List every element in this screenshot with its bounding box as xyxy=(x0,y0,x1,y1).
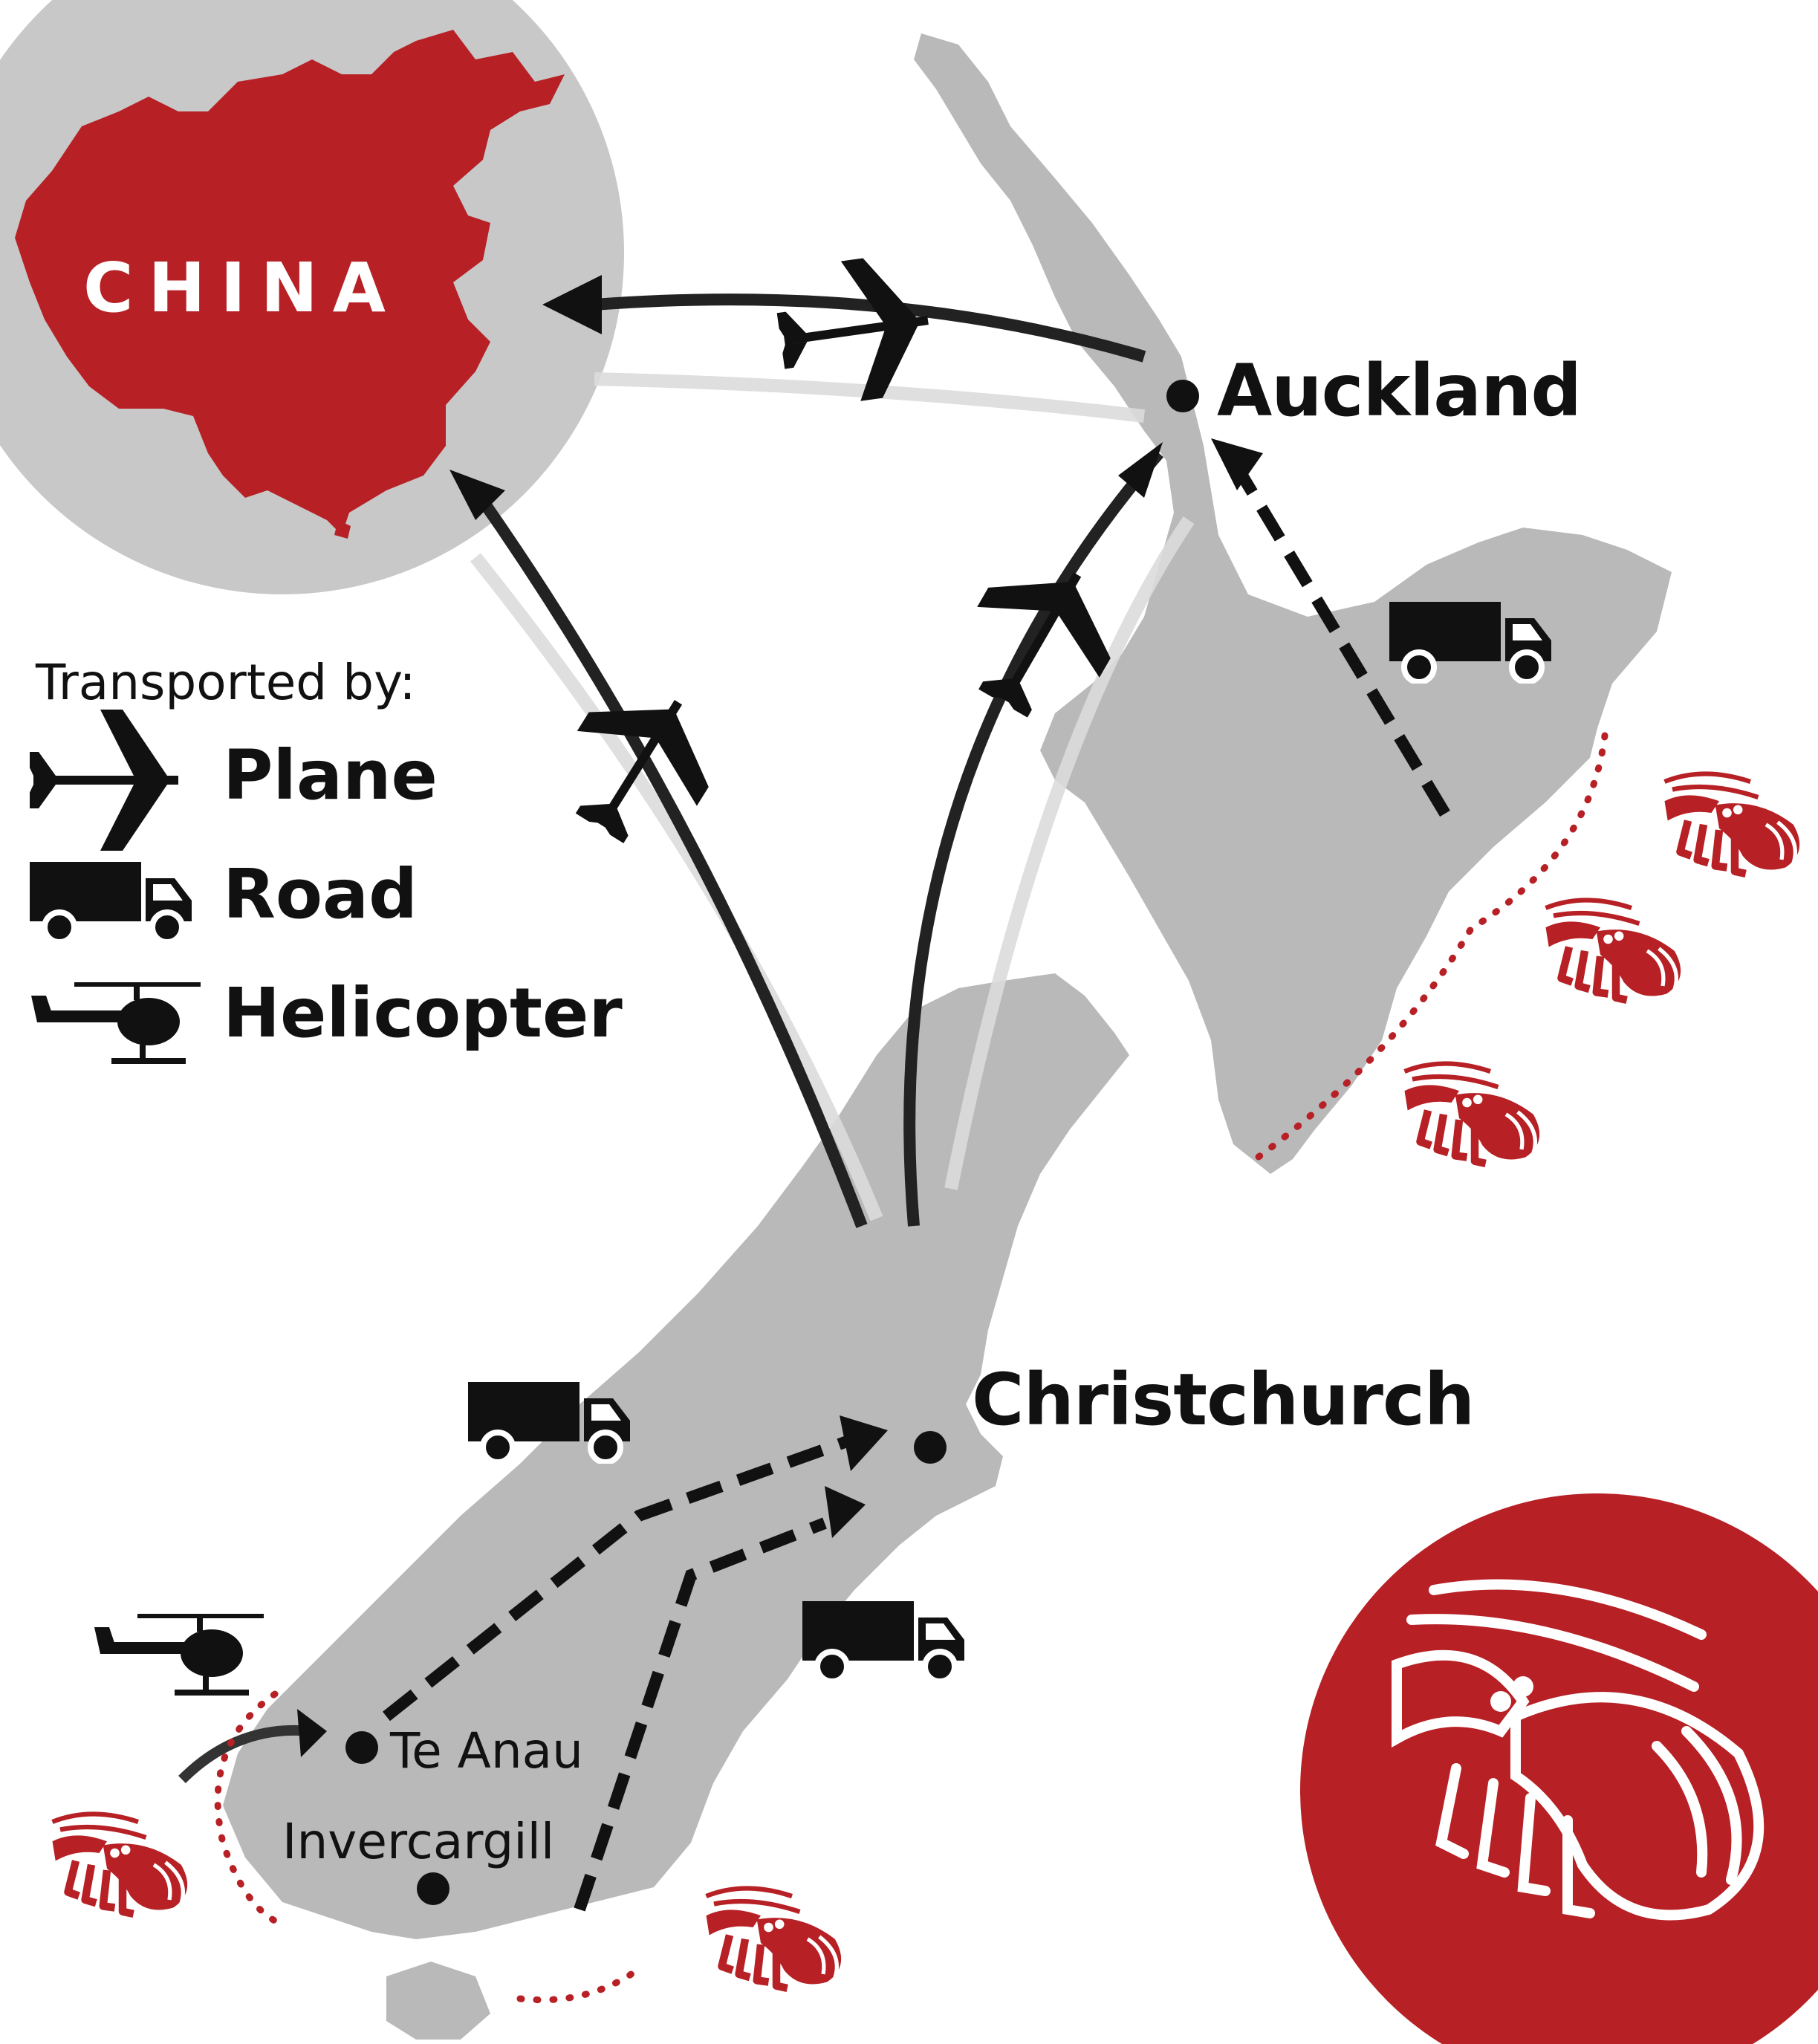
legend-title: Transported by: xyxy=(36,654,416,711)
city-label-teanau: Te Anau xyxy=(390,1722,583,1779)
legend-helicopter-icon xyxy=(31,982,201,1064)
stewart-island xyxy=(386,1962,490,2040)
crayfish-badge-icon xyxy=(1392,1579,1765,1921)
region-label-china: CHINA xyxy=(83,248,400,328)
arrowhead-china-1 xyxy=(542,275,602,334)
arrowhead-road-christchurch-1 xyxy=(840,1415,888,1471)
city-dot-christchurch xyxy=(914,1431,947,1464)
city-label-christchurch: Christchurch xyxy=(972,1358,1475,1441)
city-label-invercargill: Invercargill xyxy=(282,1813,555,1870)
crayfish-icon xyxy=(1665,774,1800,874)
city-dot-teanau xyxy=(345,1731,378,1764)
china-shape xyxy=(15,30,565,535)
truck-icon xyxy=(802,1601,964,1681)
city-dot-auckland xyxy=(1166,380,1199,412)
crayfish-icon xyxy=(707,1889,842,1988)
city-label-auckland: Auckland xyxy=(1217,349,1582,432)
road-routes xyxy=(383,457,1450,1912)
legend-plane-icon xyxy=(30,710,178,851)
legend-label-road: Road xyxy=(223,854,418,934)
fishing-coasts xyxy=(214,732,1608,2004)
city-dot-invercargill xyxy=(417,1872,449,1905)
arrowhead-road-christchurch-2 xyxy=(825,1486,866,1538)
helicopter-icon xyxy=(94,1614,264,1696)
route-road-to-auckland xyxy=(1228,457,1450,817)
arrowhead-road-auckland xyxy=(1211,438,1263,490)
legend-label-helicopter: Helicopter xyxy=(223,973,623,1053)
south-island xyxy=(223,973,1129,1939)
arrowhead-auckland-1 xyxy=(1118,442,1163,498)
route-heli-teanau xyxy=(178,1725,313,1783)
route-teanau-christchurch xyxy=(383,1435,849,1722)
crayfish-icon xyxy=(1405,1064,1540,1164)
crayfish-icon xyxy=(1546,901,1681,1000)
north-island xyxy=(914,33,1672,1174)
arrowhead-china-2 xyxy=(449,470,505,520)
route-christchurch-china xyxy=(470,487,868,1228)
route-christchurch-auckland xyxy=(903,449,1164,1227)
route-invercargill-christchurch xyxy=(574,1517,827,1912)
legend-label-plane: Plane xyxy=(223,736,438,815)
crayfish-icon xyxy=(53,1814,188,1914)
legend-truck-icon xyxy=(30,862,192,942)
